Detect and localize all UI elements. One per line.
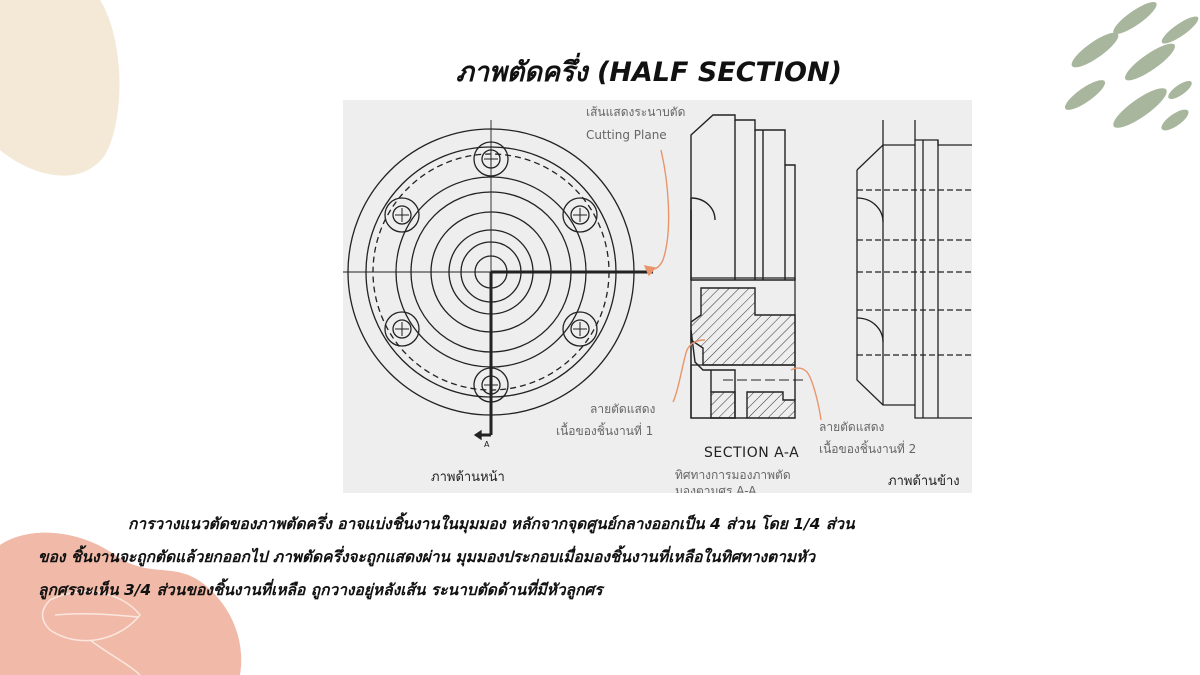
body-line-1: การวางแนวตัดของภาพตัดครึ่ง อาจแบ่งชิ้นงา… — [128, 515, 855, 533]
leaf-outline-shape — [41, 590, 141, 675]
hatch-part-2 — [710, 391, 736, 419]
slide-title: ภาพตัดครึ่ง (HALF SECTION) — [456, 57, 842, 88]
green-leaves-shape — [1064, 2, 1199, 131]
section-arrow-letter: A — [484, 440, 490, 449]
drawing-canvas — [343, 114, 972, 441]
cutting-plane-label-th: เส้นแสดงระนาบตัด — [586, 105, 686, 119]
side-view-label: ภาพด้านข้าง — [888, 474, 960, 489]
body-paragraph: การวางแนวตัดของภาพตัดครึ่ง อาจแบ่งชิ้นงา… — [38, 508, 1178, 607]
body-line-3: ลูกศรจะเห็น 3/4 ส่วนของชิ้นงานที่เหลือ ถ… — [38, 581, 603, 599]
viewing-direction-label-line2: มองตามศร A-A — [675, 484, 757, 493]
front-view-drawing — [343, 120, 653, 441]
bolt-hole-bottom-left — [384, 311, 420, 347]
cutting-plane-leader — [650, 149, 670, 270]
body-line-2: ของ ชิ้นงานจะถูกตัดแล้วยกออกไป ภาพตัดครึ… — [38, 548, 816, 566]
hatch-part-1 — [690, 287, 796, 366]
annotation-leaders — [643, 149, 822, 421]
section-view-drawing — [690, 114, 803, 419]
bolt-hole-bottom-right — [562, 311, 598, 347]
hatch-2-leader — [790, 367, 822, 421]
hatch-1-label-line1: ลายตัดแสดง — [590, 402, 656, 416]
viewing-direction-label-line1: ทิศทางการมองภาพตัด — [675, 468, 791, 482]
section-title-label: SECTION A-A — [704, 445, 800, 461]
bolt-hole-top-left — [384, 197, 420, 233]
hatch-1-label-line2: เนื้อของชิ้นงานที่ 1 — [556, 424, 654, 438]
cutting-plane-label-en: Cutting Plane — [586, 128, 667, 142]
side-view-drawing — [856, 120, 972, 419]
salmon-blob-shape — [0, 532, 242, 675]
cream-blob-shape — [0, 0, 120, 176]
half-section-figure: เส้นแสดงระนาบตัด Cutting Plane ลายตัดแสด… — [343, 100, 972, 493]
bolt-hole-top-right — [562, 197, 598, 233]
hatch-2-label-line2: เนื้อของชิ้นงานที่ 2 — [819, 442, 917, 456]
hatch-1-leader — [672, 339, 706, 403]
hatch-2-label-line1: ลายตัดแสดง — [819, 420, 885, 434]
front-view-label: ภาพด้านหน้า — [431, 470, 505, 485]
